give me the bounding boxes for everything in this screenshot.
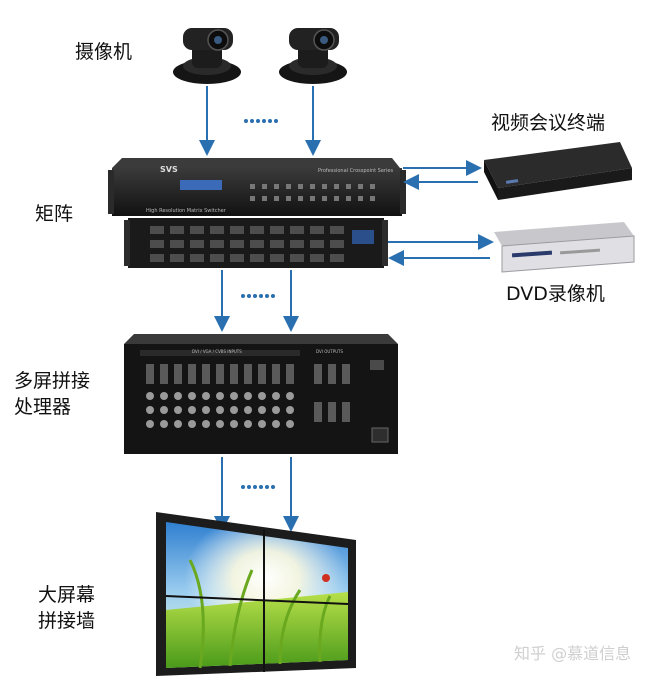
video-wall [156,512,356,676]
dvd-recorder [494,222,635,273]
label-wall-line2: 拼接墙 [38,610,96,632]
ellipsis-dots-3 [241,485,275,489]
matrix-series: Professional Crosspoint Series [318,168,394,174]
matrix-switcher [108,158,406,268]
processor-bnc-connectors [146,392,294,428]
label-video-conference-terminal: 视频会议终端 [491,112,606,134]
camera-2 [279,28,347,84]
label-matrix: 矩阵 [35,203,74,225]
label-processor: 多屏拼接 处理器 [14,368,90,420]
label-camera: 摄像机 [75,41,133,63]
watermark: 知乎 @慕道信息 [514,644,632,663]
ellipsis-dots-1 [244,119,278,123]
processor-inputs-label: DVI / VGA / CVBS INPUTS [192,349,242,354]
label-dvd-recorder: DVD录像机 [506,283,605,305]
multi-screen-processor [124,334,398,454]
matrix-brand: SVS [160,165,178,174]
processor-outputs-label: DVI OUTPUTS [316,349,344,354]
processor-output-ports [314,364,350,422]
label-processor-line1: 多屏拼接 [14,370,91,392]
camera-1 [173,28,241,84]
label-wall-line1: 大屏幕 [38,584,96,606]
label-video-wall: 大屏幕 拼接墙 [38,582,95,634]
label-processor-line2: 处理器 [14,396,72,418]
video-conference-terminal [484,142,632,200]
processor-input-ports [146,364,294,384]
matrix-model: High Resolution Matrix Switcher [146,208,226,214]
ellipsis-dots-2 [241,294,275,298]
